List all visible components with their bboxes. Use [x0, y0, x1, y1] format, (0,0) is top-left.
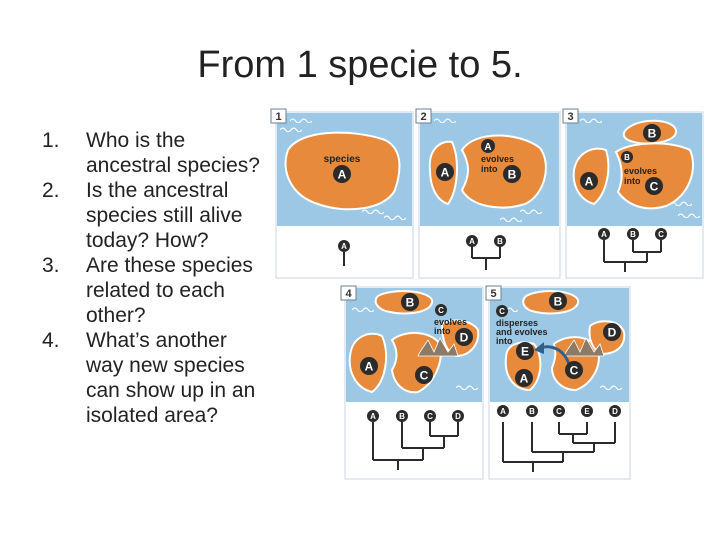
tree-leaf: A: [469, 237, 475, 246]
species-node: B: [406, 296, 415, 310]
panel-1-label: species: [324, 154, 361, 165]
tree-leaf: C: [427, 412, 433, 421]
mountain-range: [417, 337, 459, 357]
question-text: What’s another way new species can show …: [86, 329, 256, 427]
panel-2-label: evolves: [481, 154, 514, 164]
panel-1: species A A 1: [270, 108, 414, 279]
tree-leaf: D: [612, 407, 618, 416]
question-number: 3.: [42, 254, 60, 277]
species-node: B: [624, 153, 630, 162]
question-item: 4. What’s another way new species can sho…: [36, 328, 266, 428]
species-node: A: [520, 372, 529, 386]
question-text: Who is the ancestral species?: [86, 129, 260, 177]
species-node: C: [650, 180, 659, 194]
slide-title: From 1 specie to 5.: [197, 44, 523, 86]
species-node: A: [365, 360, 374, 374]
tree-leaf: B: [630, 230, 636, 239]
question-item: 1. Who is the ancestral species?: [36, 128, 266, 178]
arrow-head-icon: [534, 342, 544, 354]
question-number: 2.: [42, 179, 60, 202]
phylogenetic-tree: A B C D: [367, 410, 464, 470]
panel-number: 4: [345, 288, 352, 300]
panel-number: 3: [567, 111, 573, 123]
species-node: C: [570, 364, 579, 378]
panel-5-label: and evolves: [496, 327, 548, 337]
tree-leaf: A: [370, 412, 376, 421]
panel-2: A A evolves into B A B 2: [415, 108, 561, 279]
question-item: 2. Is the ancestral species still alive t…: [36, 178, 266, 253]
species-node: A: [441, 166, 450, 180]
panel-5: B C disperses and evolves into D E A C: [485, 285, 631, 480]
species-node: D: [460, 331, 469, 345]
question-text: Are these species related to each other?: [86, 254, 253, 327]
question-item: 3. Are these species related to each othe…: [36, 253, 266, 328]
phylogenetic-tree: A B C E D: [497, 405, 621, 472]
panel-3-label: evolves: [624, 166, 657, 176]
panel-5-label: into: [496, 336, 513, 346]
species-node: A: [585, 175, 594, 189]
tree-leaf: B: [529, 407, 535, 416]
question-number: 4.: [42, 329, 60, 352]
panel-4: B C evolves into D A C A B C: [340, 285, 484, 480]
tree-leaf: C: [658, 230, 664, 239]
species-node: A: [338, 168, 347, 182]
panel-4-label: evolves: [434, 317, 467, 327]
species-node: B: [554, 295, 563, 309]
panel-4-label: into: [434, 326, 451, 336]
panel-5-label: disperses: [496, 318, 538, 328]
tree-leaf: A: [341, 242, 347, 251]
tree-leaf: C: [556, 407, 562, 416]
tree-leaf: D: [455, 412, 461, 421]
phylogenetic-tree: A B: [466, 235, 506, 270]
question-text: Is the ancestral species still alive tod…: [86, 179, 243, 252]
question-number: 1.: [42, 129, 60, 152]
panel-3: B B evolves into A C A B C 3: [562, 108, 704, 279]
tree-leaf: E: [584, 407, 590, 416]
tree-leaf: A: [500, 407, 506, 416]
species-node: C: [420, 369, 429, 383]
species-node: B: [508, 168, 517, 182]
panel-2-label: into: [481, 164, 498, 174]
tree-leaf: A: [601, 230, 607, 239]
island-shape: [614, 142, 694, 210]
species-node: D: [608, 326, 617, 340]
panel-number: 5: [490, 288, 496, 300]
question-list: 1. Who is the ancestral species? 2. Is the…: [36, 128, 266, 428]
tree-leaf: B: [399, 412, 405, 421]
species-node: E: [521, 345, 529, 359]
panel-3-label: into: [624, 176, 641, 186]
phylogenetic-tree: A: [338, 240, 350, 266]
phylogenetic-tree: A B C: [598, 228, 667, 272]
mountain-range: [563, 337, 605, 357]
species-node: A: [484, 142, 491, 153]
species-node: B: [648, 127, 657, 141]
tree-leaf: B: [497, 237, 503, 246]
species-node: C: [438, 306, 444, 315]
panel-number: 2: [420, 111, 426, 123]
panel-number: 1: [275, 111, 281, 123]
species-node: C: [499, 307, 505, 316]
